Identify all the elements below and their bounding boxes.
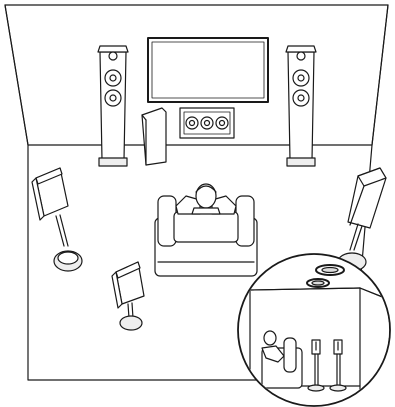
subwoofer — [142, 108, 166, 165]
front-left-tower-speaker — [98, 46, 128, 166]
ceiling-speakers-inset — [238, 254, 390, 407]
center-speaker — [180, 108, 234, 138]
front-right-tower-speaker — [286, 46, 316, 166]
tv-screen — [148, 38, 268, 102]
